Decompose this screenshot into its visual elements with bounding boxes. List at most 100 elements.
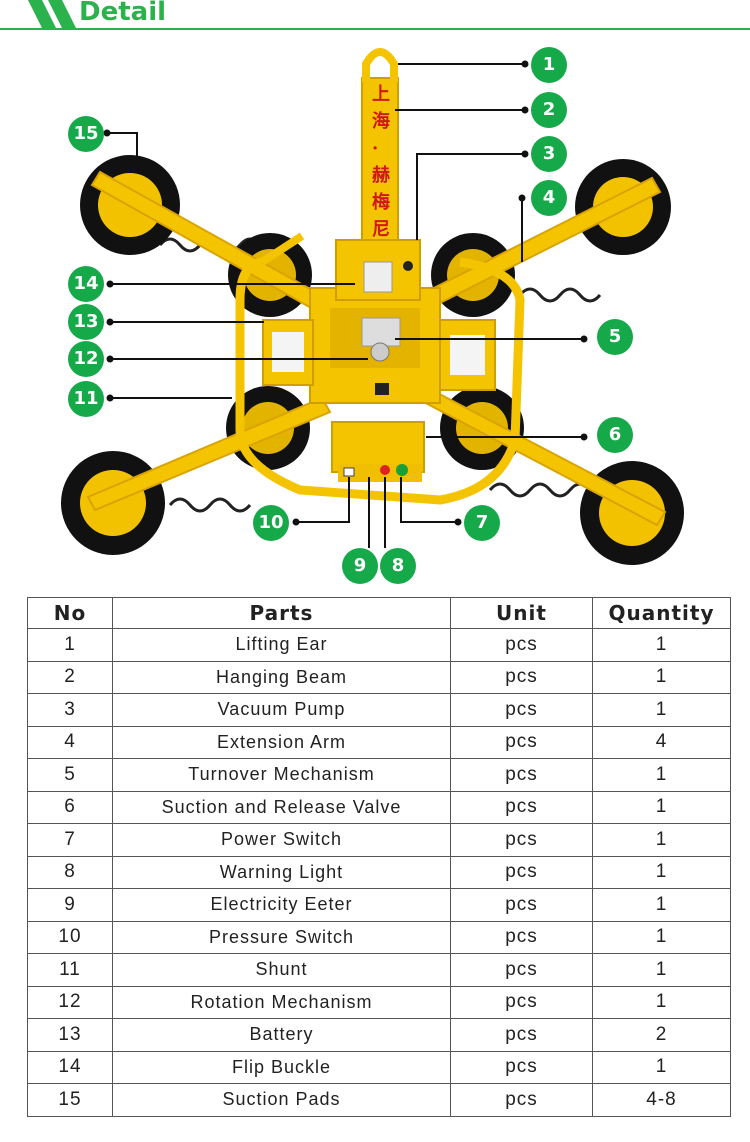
cell-part: Warning Light xyxy=(112,855,451,889)
cell-no: 4 xyxy=(27,725,113,759)
callout-12: 12 xyxy=(68,341,104,377)
beam-char: · xyxy=(372,138,378,159)
header-no: No xyxy=(27,597,113,629)
cell-no: 1 xyxy=(27,628,113,662)
cell-unit: pcs xyxy=(450,953,593,987)
cell-part: Vacuum Pump xyxy=(112,693,451,727)
cell-no: 14 xyxy=(27,1050,113,1084)
cell-part: Suction and Release Valve xyxy=(112,790,451,824)
callout-3: 3 xyxy=(531,136,567,172)
callout-6: 6 xyxy=(597,417,633,453)
cell-quantity: 1 xyxy=(592,953,731,987)
cell-no: 11 xyxy=(27,953,113,987)
cell-quantity: 1 xyxy=(592,1050,731,1084)
product-diagram: 上 海 · 赫 梅 尼 1 2 3 4 5 6 7 8 9 10 11 12 1… xyxy=(0,32,750,590)
cell-unit: pcs xyxy=(450,823,593,857)
cell-quantity: 4-8 xyxy=(592,1083,731,1117)
cell-quantity: 1 xyxy=(592,660,731,694)
cell-quantity: 4 xyxy=(592,725,731,759)
cell-unit: pcs xyxy=(450,888,593,922)
cell-part: Turnover Mechanism xyxy=(112,758,451,792)
cell-part: Pressure Switch xyxy=(112,920,451,954)
callout-7: 7 xyxy=(464,505,500,541)
cell-no: 3 xyxy=(27,693,113,727)
header-divider xyxy=(0,28,750,30)
cell-quantity: 1 xyxy=(592,985,731,1019)
beam-char: 海 xyxy=(372,110,390,132)
cell-part: Hanging Beam xyxy=(112,660,451,694)
callout-13: 13 xyxy=(68,304,104,340)
section-header: Detail xyxy=(0,0,750,32)
cell-unit: pcs xyxy=(450,790,593,824)
header-parts: Parts xyxy=(112,597,451,629)
cell-quantity: 1 xyxy=(592,888,731,922)
cell-part: Shunt xyxy=(112,953,451,987)
beam-char: 上 xyxy=(372,84,390,105)
cell-quantity: 1 xyxy=(592,823,731,857)
header-quantity: Quantity xyxy=(592,597,731,629)
cell-unit: pcs xyxy=(450,1050,593,1084)
cell-quantity: 1 xyxy=(592,628,731,662)
cell-part: Power Switch xyxy=(112,823,451,857)
callout-2: 2 xyxy=(531,92,567,128)
header-chevron-icon xyxy=(28,0,76,28)
callout-11: 11 xyxy=(68,381,104,417)
cell-quantity: 1 xyxy=(592,920,731,954)
cell-no: 9 xyxy=(27,888,113,922)
page-title: Detail xyxy=(79,0,167,27)
cell-unit: pcs xyxy=(450,628,593,662)
cell-part: Battery xyxy=(112,1018,451,1052)
cell-part: Electricity Eeter xyxy=(112,888,451,922)
cell-unit: pcs xyxy=(450,855,593,889)
cell-quantity: 1 xyxy=(592,758,731,792)
cell-part: Lifting Ear xyxy=(112,628,451,662)
callout-15: 15 xyxy=(68,116,104,152)
cell-part: Rotation Mechanism xyxy=(112,985,451,1019)
beam-char: 赫 xyxy=(372,165,390,186)
cell-no: 6 xyxy=(27,790,113,824)
cell-no: 12 xyxy=(27,985,113,1019)
table-header-row: No Parts Unit Quantity xyxy=(27,597,731,629)
cell-quantity: 2 xyxy=(592,1018,731,1052)
cell-unit: pcs xyxy=(450,1083,593,1117)
callout-1: 1 xyxy=(531,47,567,83)
callout-14: 14 xyxy=(68,266,104,302)
cell-unit: pcs xyxy=(450,693,593,727)
cell-unit: pcs xyxy=(450,660,593,694)
cell-no: 10 xyxy=(27,920,113,954)
beam-char: 梅 xyxy=(372,191,390,213)
cell-no: 15 xyxy=(27,1083,113,1117)
cell-no: 8 xyxy=(27,855,113,889)
callout-4: 4 xyxy=(531,180,567,216)
cell-quantity: 1 xyxy=(592,855,731,889)
callout-9: 9 xyxy=(342,548,378,584)
cell-quantity: 1 xyxy=(592,790,731,824)
header-unit: Unit xyxy=(450,597,593,629)
cell-no: 5 xyxy=(27,758,113,792)
callout-10: 10 xyxy=(253,505,289,541)
cell-no: 13 xyxy=(27,1018,113,1052)
cell-part: Flip Buckle xyxy=(112,1050,451,1084)
cell-unit: pcs xyxy=(450,725,593,759)
beam-char: 尼 xyxy=(372,219,390,240)
cell-part: Extension Arm xyxy=(112,725,451,759)
cell-no: 2 xyxy=(27,660,113,694)
vacuum-lifter-illustration: 上 海 · 赫 梅 尼 xyxy=(61,48,684,565)
cell-unit: pcs xyxy=(450,985,593,1019)
cell-unit: pcs xyxy=(450,920,593,954)
cell-part: Suction Pads xyxy=(112,1083,451,1117)
